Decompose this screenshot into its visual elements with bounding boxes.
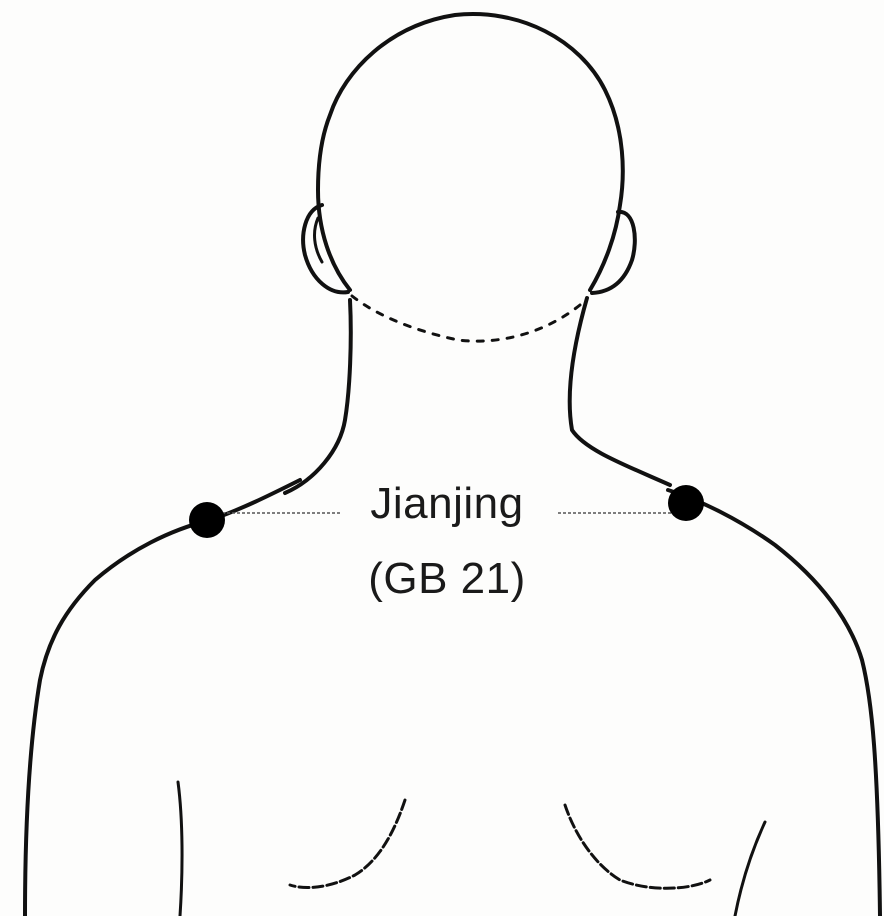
acupoint-marker-left: [189, 502, 225, 538]
acupoint-marker-right: [668, 485, 704, 521]
acupoint-code-label: (GB 21): [340, 553, 554, 605]
hairline: [352, 296, 580, 341]
right-chest-line: [735, 822, 765, 916]
neck-right: [570, 298, 670, 485]
left-shoulder: [25, 480, 300, 916]
left-chest-line: [178, 782, 182, 916]
right-pectoral: [565, 805, 710, 888]
acupoint-name-label: Jianjing: [340, 478, 554, 530]
head-outline: [318, 14, 623, 290]
neck-left: [285, 300, 351, 493]
right-shoulder: [668, 490, 880, 916]
right-ear: [592, 212, 635, 293]
left-pectoral: [290, 800, 405, 888]
